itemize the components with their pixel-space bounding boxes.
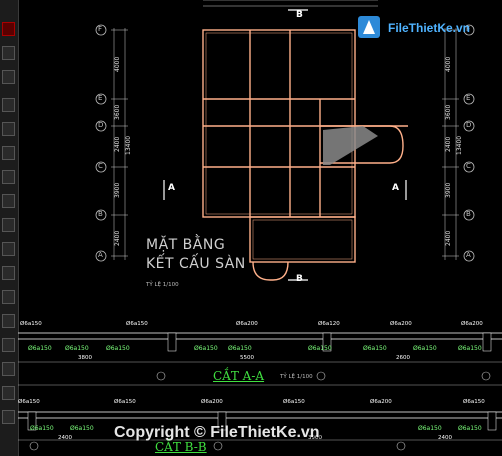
bb-bottom-rebar-2: Ø6a150 — [70, 425, 94, 432]
insert-block-icon[interactable] — [2, 266, 15, 280]
grid-label-right-1: F — [466, 25, 471, 33]
mtext-tool-icon[interactable] — [2, 386, 15, 400]
bb-top-rebar-3: Ø6a200 — [201, 399, 223, 405]
aa-bottom-rebar-4: Ø6a150 — [194, 345, 218, 352]
grid-label-right-2: E — [466, 94, 471, 102]
grid-label-left-2: E — [98, 94, 103, 102]
app-icon[interactable] — [2, 22, 15, 36]
point-tool-icon[interactable] — [2, 290, 15, 304]
grid-label-left-1: F — [98, 25, 103, 33]
aa-top-rebar-1: Ø6a150 — [20, 321, 42, 327]
bb-bottom-rebar-1: Ø6a150 — [30, 425, 54, 432]
plan-title-line2: KẾT CẤU SÀN — [146, 256, 246, 272]
bb-dim-3: 2400 — [438, 435, 452, 441]
region-tool-icon[interactable] — [2, 338, 15, 352]
table-tool-icon[interactable] — [2, 362, 15, 376]
dim-left-1: 4000 — [114, 56, 121, 72]
section-marker-b-bottom: B — [296, 274, 303, 284]
polygon-tool-icon[interactable] — [2, 98, 15, 112]
plan-scale: TỶ LỆ 1/100 — [146, 282, 179, 288]
aa-top-rebar-4: Ø6a120 — [318, 321, 340, 327]
aa-top-rebar-2: Ø6a150 — [126, 321, 148, 327]
drawing-canvas[interactable]: F E D C B A F E D C B A 4000 3600 2400 3… — [18, 0, 502, 456]
bb-top-rebar-2: Ø6a150 — [114, 399, 136, 405]
bb-top-rebar-1: Ø6a150 — [18, 399, 40, 405]
spline-tool-icon[interactable] — [2, 218, 15, 232]
bb-bottom-rebar-3: Ø6a150 — [418, 425, 442, 432]
section-aa-scale: TỶ LỆ 1/100 — [280, 374, 313, 380]
dim-left-total: 13400 — [125, 135, 132, 155]
arc-tool-icon[interactable] — [2, 146, 15, 160]
section-marker-b-top: B — [296, 10, 303, 20]
aa-top-rebar-6: Ø6a200 — [461, 321, 483, 327]
bb-top-rebar-5: Ø6a200 — [370, 399, 392, 405]
aa-bottom-rebar-7: Ø6a150 — [363, 345, 387, 352]
copyright-watermark: Copyright © FileThietKe.vn — [114, 424, 320, 441]
bb-dim-2: 3900 — [308, 435, 322, 441]
aa-top-rebar-3: Ø6a200 — [236, 321, 258, 327]
dim-right-1: 4000 — [445, 56, 452, 72]
bb-top-rebar-4: Ø6a150 — [283, 399, 305, 405]
aa-bottom-rebar-6: Ø6a150 — [308, 345, 332, 352]
aa-bottom-rebar-9: Ø6a150 — [458, 345, 482, 352]
bb-top-rebar-6: Ø6a150 — [463, 399, 485, 405]
section-marker-a-right: A — [392, 183, 399, 193]
aa-bottom-rebar-1: Ø6a150 — [28, 345, 52, 352]
bb-dim-1: 2400 — [58, 435, 72, 441]
aa-bottom-rebar-5: Ø6a150 — [228, 345, 252, 352]
aa-dim-2: 5500 — [240, 355, 254, 361]
dim-left-5: 2400 — [114, 230, 121, 246]
dim-right-4: 3900 — [445, 182, 452, 198]
section-bb-title: CẮT B-B — [155, 440, 207, 454]
aa-dim-1: 3800 — [78, 355, 92, 361]
section-aa-title: CẮT A-A — [213, 369, 265, 383]
hatch-tool-icon[interactable] — [2, 314, 15, 328]
aa-bottom-rebar-3: Ø6a150 — [106, 345, 130, 352]
dim-right-total: 13400 — [456, 135, 463, 155]
grid-label-right-5: B — [466, 210, 471, 218]
circle-tool-icon[interactable] — [2, 170, 15, 184]
aa-bottom-rebar-2: Ø6a150 — [65, 345, 89, 352]
grid-label-right-4: C — [466, 162, 471, 170]
dim-right-3: 2400 — [445, 136, 452, 152]
cloud-tool-icon[interactable] — [2, 194, 15, 208]
grid-label-right-6: A — [466, 251, 471, 259]
watermark-brand: FileThietKe.vn — [388, 21, 471, 35]
dim-left-3: 2400 — [114, 136, 121, 152]
rectangle-tool-icon[interactable] — [2, 122, 15, 136]
section-marker-a-left: A — [168, 183, 175, 193]
dim-right-2: 3600 — [445, 104, 452, 120]
text-tool-icon[interactable] — [2, 410, 15, 424]
aa-top-rebar-5: Ø6a200 — [390, 321, 412, 327]
bb-bottom-rebar-4: Ø6a150 — [458, 425, 482, 432]
polyline-tool-icon[interactable] — [2, 70, 15, 84]
dim-left-2: 3600 — [114, 104, 121, 120]
dim-right-5: 2400 — [445, 230, 452, 246]
grid-label-left-5: B — [98, 210, 103, 218]
aa-dim-3: 2600 — [396, 355, 410, 361]
grid-label-left-3: D — [98, 121, 104, 129]
dim-left-4: 3900 — [114, 182, 121, 198]
grid-label-left-4: C — [98, 162, 103, 170]
draw-toolbar — [0, 0, 19, 456]
grid-label-left-6: A — [98, 251, 103, 259]
grid-label-right-3: D — [466, 121, 472, 129]
line-tool-icon[interactable] — [2, 46, 15, 60]
plan-title-line1: MẶT BẰNG — [146, 237, 226, 253]
cad-drawing — [18, 0, 502, 451]
aa-bottom-rebar-8: Ø6a150 — [413, 345, 437, 352]
ellipse-tool-icon[interactable] — [2, 242, 15, 256]
